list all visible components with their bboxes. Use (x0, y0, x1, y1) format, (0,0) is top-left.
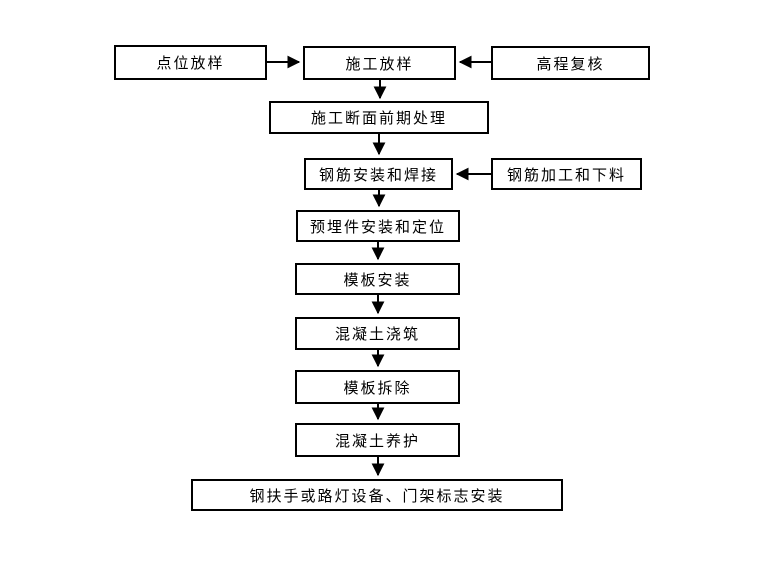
flow-node-elevation-recheck: 高程复核 (491, 46, 650, 80)
flow-node-construction-layout: 施工放样 (303, 46, 456, 80)
flow-node-formwork-removal: 模板拆除 (295, 370, 460, 404)
flow-node-rebar-install-weld: 钢筋安装和焊接 (304, 158, 453, 190)
flow-node-concrete-curing: 混凝土养护 (295, 423, 460, 457)
flow-node-concrete-pouring: 混凝土浇筑 (295, 317, 460, 350)
flow-node-section-pretreat: 施工断面前期处理 (269, 101, 489, 134)
flow-node-rebar-process-cut: 钢筋加工和下料 (491, 158, 642, 190)
flow-node-final-install: 钢扶手或路灯设备、门架标志安装 (191, 479, 563, 511)
flow-node-formwork-install: 模板安装 (295, 263, 460, 295)
flow-node-embedded-parts: 预埋件安装和定位 (296, 210, 460, 242)
flow-node-point-layout: 点位放样 (114, 45, 267, 80)
